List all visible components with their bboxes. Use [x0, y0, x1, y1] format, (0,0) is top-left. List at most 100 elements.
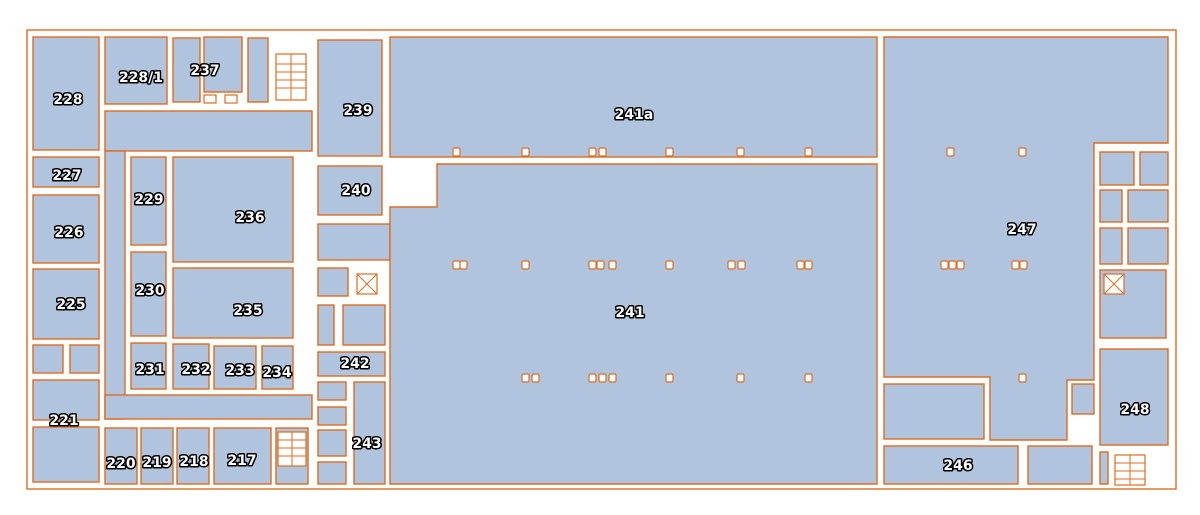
room-label-229: 229: [134, 192, 163, 208]
column-marker: [665, 147, 674, 157]
structural-columns: [452, 147, 1028, 383]
room-small-243x[interactable]: [247, 37, 269, 103]
column-marker: [598, 373, 607, 383]
column-marker: [736, 147, 745, 157]
column-marker: [588, 147, 597, 157]
room-middle-f[interactable]: [317, 429, 347, 457]
room-228-1[interactable]: [104, 36, 168, 105]
column-marker: [956, 260, 965, 270]
stairwell-east: [1114, 454, 1146, 486]
room-label-237: 237: [190, 63, 219, 79]
room-label-225: 225: [56, 297, 85, 313]
room-237[interactable]: [203, 36, 243, 93]
room-236[interactable]: [172, 156, 294, 263]
room-middle-b[interactable]: [317, 304, 335, 346]
room-label-234: 234: [262, 365, 291, 381]
room-west-a[interactable]: [32, 344, 64, 374]
room-middle-a[interactable]: [317, 267, 349, 297]
room-label-241a: 241a: [615, 107, 654, 123]
column-marker: [452, 147, 461, 157]
room-east-k[interactable]: [1099, 451, 1109, 485]
room-218[interactable]: [176, 427, 210, 485]
room-235[interactable]: [172, 267, 294, 339]
column-marker: [608, 260, 617, 270]
room-240[interactable]: [317, 165, 383, 216]
room-239[interactable]: [317, 39, 383, 157]
room-east-j[interactable]: [1027, 445, 1093, 485]
column-marker: [588, 373, 597, 383]
room-243[interactable]: [353, 381, 386, 485]
room-221-b[interactable]: [32, 426, 100, 483]
room-242[interactable]: [317, 351, 386, 377]
room-229[interactable]: [130, 156, 167, 246]
room-label-240: 240: [341, 183, 370, 199]
room-220[interactable]: [104, 427, 138, 485]
column-marker: [521, 373, 530, 383]
room-label-246: 246: [943, 458, 972, 474]
column-marker: [1011, 260, 1020, 270]
room-241a[interactable]: [389, 36, 878, 158]
room-247[interactable]: [883, 36, 1169, 441]
room-middle-d[interactable]: [317, 381, 347, 401]
column-marker: [596, 260, 605, 270]
room-219[interactable]: [140, 427, 174, 485]
corridor-north: [104, 110, 313, 152]
column-marker: [804, 147, 813, 157]
shaft-markers-237: [203, 94, 238, 104]
column-marker: [608, 373, 617, 383]
room-225[interactable]: [32, 268, 100, 340]
room-221[interactable]: [32, 379, 100, 421]
column-marker: [588, 260, 597, 270]
column-marker: [459, 260, 468, 270]
room-east-d[interactable]: [1127, 189, 1169, 223]
column-marker: [665, 260, 674, 270]
room-middle-c[interactable]: [342, 304, 386, 346]
room-label-227: 227: [52, 168, 81, 184]
room-248[interactable]: [1099, 348, 1169, 446]
column-marker: [946, 147, 955, 157]
room-227[interactable]: [32, 156, 100, 188]
room-233[interactable]: [213, 345, 257, 390]
room-east-a[interactable]: [1099, 151, 1135, 186]
room-label-220: 220: [106, 456, 135, 472]
room-east-h[interactable]: [1071, 383, 1095, 415]
room-label-228: 228: [53, 92, 82, 108]
room-middle-e[interactable]: [317, 406, 347, 426]
room-232[interactable]: [172, 343, 210, 390]
room-label-247: 247: [1007, 222, 1036, 238]
room-east-c[interactable]: [1099, 189, 1123, 223]
room-east-b[interactable]: [1139, 151, 1169, 186]
room-label-230: 230: [135, 283, 164, 299]
room-234[interactable]: [261, 345, 294, 390]
room-246[interactable]: [883, 445, 1019, 485]
room-label-221: 221: [49, 413, 78, 429]
column-marker: [531, 373, 540, 383]
room-label-236: 236: [235, 210, 264, 226]
room-226[interactable]: [32, 194, 100, 264]
room-middle-g[interactable]: [317, 461, 347, 485]
column-marker: [1018, 147, 1027, 157]
column-marker: [665, 373, 674, 383]
room-west-b[interactable]: [69, 344, 100, 374]
corridor-west: [104, 150, 126, 420]
column-marker: [452, 260, 461, 270]
stairwell-south: [277, 431, 307, 467]
room-label-219: 219: [142, 455, 171, 471]
room-label-231: 231: [135, 362, 164, 378]
corridor-south: [104, 394, 313, 420]
room-east-f[interactable]: [1127, 227, 1169, 265]
room-east-e[interactable]: [1099, 227, 1123, 265]
room-label-226: 226: [54, 225, 83, 241]
column-marker: [521, 147, 530, 157]
room-231[interactable]: [130, 342, 167, 390]
room-241[interactable]: [389, 163, 878, 485]
room-230[interactable]: [130, 251, 167, 337]
column-marker: [521, 260, 530, 270]
room-east-i[interactable]: [883, 383, 985, 440]
room-label-242: 242: [340, 356, 369, 372]
room-237-a[interactable]: [172, 37, 201, 103]
column-marker: [1018, 373, 1027, 383]
column-marker: [804, 260, 813, 270]
room-228[interactable]: [32, 36, 100, 151]
room-217[interactable]: [213, 427, 272, 485]
